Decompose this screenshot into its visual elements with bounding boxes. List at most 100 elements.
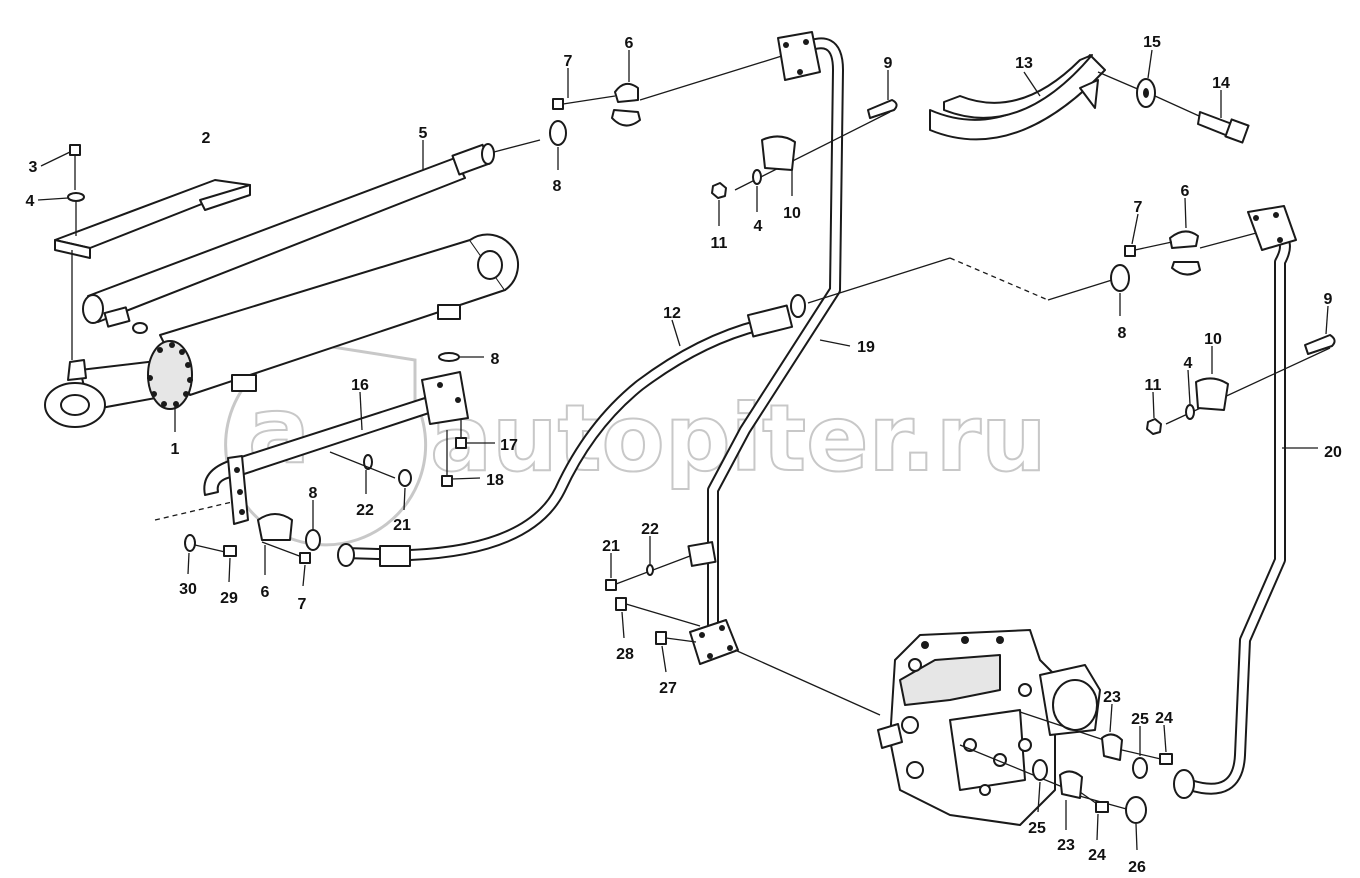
- o-ring-part-8-lower: [305, 500, 321, 551]
- callout-10-b: 10: [1204, 331, 1222, 348]
- bolt-part-7-top: [552, 68, 616, 110]
- callout-18: 18: [486, 472, 504, 489]
- bolt-part-24-lower: [1079, 791, 1109, 841]
- callout-11-b: 11: [1145, 377, 1162, 394]
- callout-3: 3: [29, 159, 38, 176]
- bolt-part-24-upper: [1121, 724, 1173, 765]
- callout-21-b: 21: [602, 538, 620, 555]
- callout-8-d: 8: [309, 485, 318, 502]
- callout-29: 29: [220, 590, 238, 607]
- callout-24-a: 24: [1155, 710, 1173, 727]
- callout-8-b: 8: [1118, 325, 1127, 342]
- callout-8-a: 8: [553, 178, 562, 195]
- bolt-part-3: [40, 144, 81, 190]
- callout-labels: 1 2 3 4 5 6 7 8 9 10 4 11 13 15 14 6 7 8…: [26, 34, 1342, 876]
- callout-7-a: 7: [564, 53, 573, 70]
- control-valve-block: [877, 629, 1131, 826]
- callout-24-b: 24: [1088, 847, 1106, 864]
- washer-part-4-mid: [752, 169, 762, 212]
- o-ring-part-8-right: [1110, 264, 1130, 316]
- watermark: a autopiter.ru: [224, 343, 1048, 547]
- dashed-line-left: [154, 501, 233, 521]
- callout-10-a: 10: [783, 205, 801, 222]
- o-ring-part-25-lower: [1032, 759, 1048, 813]
- callout-9-a: 9: [884, 55, 893, 72]
- connector-line-right: [1199, 231, 1261, 249]
- callout-6-a: 6: [625, 35, 634, 52]
- bolt-part-14: [1154, 90, 1250, 144]
- clamp-part-6-lower: [257, 513, 293, 575]
- callout-4-b: 4: [754, 218, 763, 235]
- callout-23-a: 23: [1103, 689, 1121, 706]
- callout-13: 13: [1015, 55, 1033, 72]
- dashed-line-right: [949, 257, 1049, 301]
- bolt-part-17: [455, 420, 495, 449]
- callout-1: 1: [171, 441, 180, 458]
- callout-25-b: 25: [1028, 820, 1046, 837]
- callout-4-a: 4: [26, 193, 35, 210]
- flange-part-23-lower: [1059, 770, 1083, 830]
- tube-clamp: [103, 306, 148, 334]
- pipe-fitting-block: [687, 541, 881, 716]
- cylinder-bolt-ring: [147, 342, 193, 407]
- callout-6-b: 6: [1181, 183, 1190, 200]
- callout-4-c: 4: [1184, 355, 1193, 372]
- washer-part-15: [1136, 49, 1156, 108]
- callout-7-b: 7: [1134, 199, 1143, 216]
- callout-7-c: 7: [298, 596, 307, 613]
- clamp-part-6-top: [611, 50, 641, 127]
- callout-21-a: 21: [393, 517, 411, 534]
- connector-line-top: [639, 54, 786, 101]
- hose-end-line: [807, 257, 951, 304]
- plug-part-21-left: [398, 469, 412, 511]
- bolt-part-7-right: [1124, 213, 1173, 257]
- hose-part-12: [337, 294, 806, 567]
- nut-part-11-right: [1146, 391, 1162, 435]
- bracket-part-2: [54, 179, 251, 360]
- callout-19: 19: [857, 339, 875, 356]
- bolt-part-7-lower: [261, 541, 311, 587]
- o-ring-part-22-right: [646, 536, 654, 576]
- pipe-part-19: [707, 31, 851, 636]
- washer-part-4: [37, 192, 85, 236]
- callout-23-b: 23: [1057, 837, 1075, 854]
- plug-part-26: [1125, 796, 1147, 851]
- callout-20: 20: [1324, 444, 1342, 461]
- bracket-part-13: [929, 54, 1141, 141]
- o-ring-part-22-left: [329, 451, 396, 494]
- callout-26: 26: [1128, 859, 1146, 876]
- callout-2: 2: [202, 130, 211, 147]
- callout-27: 27: [659, 680, 677, 697]
- o-ring-part-8-top: [549, 120, 567, 170]
- callout-12: 12: [663, 305, 681, 322]
- hydraulic-cylinder-part-1: [44, 233, 519, 432]
- callout-17: 17: [500, 437, 518, 454]
- flange-plate: [227, 455, 249, 525]
- callout-30: 30: [179, 581, 197, 598]
- washer-part-30: [184, 534, 196, 575]
- o-ring-part-25-upper: [1132, 726, 1148, 779]
- bolt-part-27: [655, 631, 697, 673]
- tube-part-5: [82, 139, 541, 324]
- bolt-part-29: [194, 544, 237, 583]
- callout-6-c: 6: [261, 584, 270, 601]
- callout-22-b: 22: [641, 521, 659, 538]
- clamp-part-6-right: [1169, 197, 1201, 276]
- washer-part-4-right: [1185, 369, 1195, 420]
- pipe-part-20: [1173, 205, 1318, 799]
- callout-8-c: 8: [491, 351, 500, 368]
- callout-28: 28: [616, 646, 634, 663]
- callout-22-a: 22: [356, 502, 374, 519]
- o-ring-part-8-mid: [438, 352, 484, 362]
- leader-dash-to-oring: [1047, 279, 1113, 301]
- clamp-part-10-right: [1195, 346, 1229, 411]
- flange-part-23-upper: [1101, 703, 1123, 761]
- callout-11-a: 11: [711, 235, 728, 252]
- callout-15: 15: [1143, 34, 1161, 51]
- bolt-part-18: [441, 430, 481, 487]
- callout-16: 16: [351, 377, 369, 394]
- callout-5: 5: [419, 125, 428, 142]
- nut-part-11-top: [711, 182, 727, 226]
- callout-14: 14: [1212, 75, 1230, 92]
